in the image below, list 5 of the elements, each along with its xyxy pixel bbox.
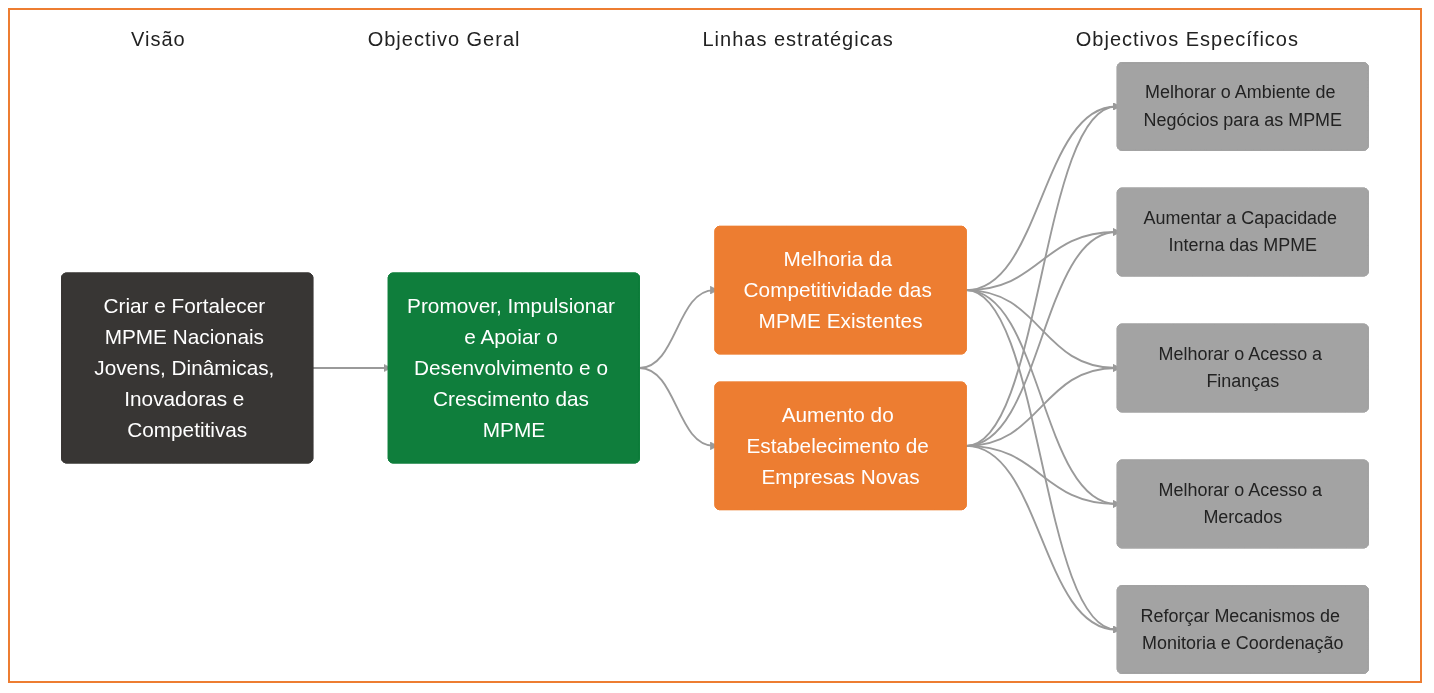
- column-heading: Visão: [131, 28, 186, 51]
- column-heading: Objectivo Geral: [367, 28, 521, 51]
- column-heading: Objectivos Específicos: [1075, 28, 1299, 51]
- column-heading: Linhas estratégicas: [702, 28, 894, 51]
- frame-border: Visão Objectivo Geral Linhas estratégicas Objectivos Específicos Criar e Fortalecer MPME Nacionais Jovens, Dinâmicas, Inovadoras e Competitivas Promover, Impulsionar e Apoiar o Desenvolvimento e o Crescimento das MPME Melhoria da Competitividade das MPME Existentes Aumento do Estabelecimento de Empresas Novas Melhorar o Ambiente de Negócios para as MPME Aumentar a Capacidade Interna das MPME Melhorar o Acesso a Finanças Melhorar o Acesso a Mercados Reforçar Mecanismos de Monitoria e Coordenação: [8, 8, 1422, 683]
